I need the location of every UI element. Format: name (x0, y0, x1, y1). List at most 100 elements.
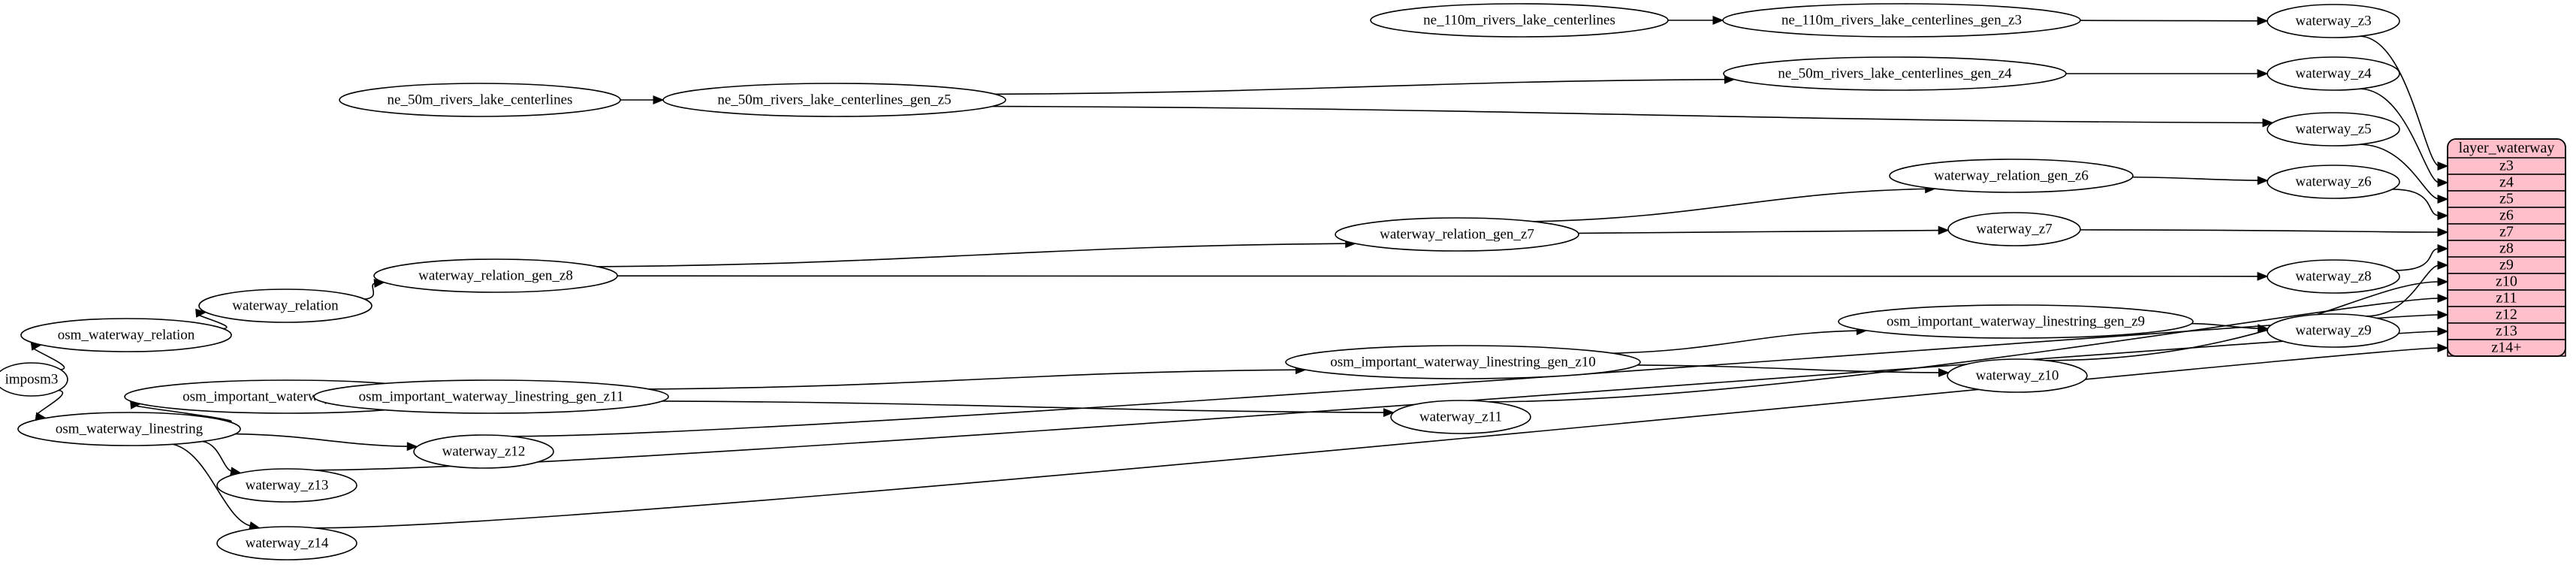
node-shape (413, 434, 554, 469)
node-label: waterway_z5 (2295, 121, 2371, 137)
node-waterway_z7[interactable]: waterway_z7 (1947, 212, 2081, 246)
node-shape (1838, 304, 2194, 339)
edge-arrowhead (1938, 368, 1950, 377)
node-label: waterway_relation_gen_z8 (418, 267, 573, 283)
node-waterway_z4[interactable]: waterway_z4 (2267, 56, 2400, 91)
edge-arrowhead (2437, 327, 2449, 336)
node-shape (1390, 400, 1531, 434)
node-waterway_z8[interactable]: waterway_z8 (2267, 259, 2400, 294)
node-imposm3[interactable]: imposm3 (0, 362, 68, 397)
node-shape (2267, 259, 2400, 294)
edge-arrowhead (2437, 244, 2449, 253)
node-label: osm_waterway_relation (58, 327, 195, 343)
edge-waterway_z11-to-layer_waterway-z11 (1488, 298, 2440, 403)
edge-arrowhead (2437, 195, 2449, 204)
node-waterway_z11[interactable]: waterway_z11 (1390, 400, 1531, 434)
node-shape (1947, 358, 2088, 393)
node-osm_important_waterway_linestring_gen_z11[interactable]: osm_important_waterway_linestring_gen_z1… (313, 379, 669, 414)
edge-arrowhead (2437, 343, 2449, 352)
node-osm_waterway_linestring[interactable]: osm_waterway_linestring (17, 412, 241, 446)
node-label: waterway_z9 (2295, 322, 2371, 338)
edge-arrowhead (2437, 162, 2449, 171)
edge-arrowhead (2437, 228, 2449, 237)
edge-ne_110m_rivers_lake_centerlines_gen_z3-to-waterway_z3 (2080, 20, 2260, 22)
edge-osm_waterway_linestring-to-waterway_z12 (235, 433, 409, 448)
edge-arrowhead (2437, 294, 2449, 303)
node-shape (2267, 4, 2400, 38)
node-shape (662, 83, 1006, 117)
node-label: waterway_z11 (1419, 409, 1502, 425)
node-waterway_z12[interactable]: waterway_z12 (413, 434, 554, 469)
edge-waterway_relation_gen_z7-to-waterway_z7 (1578, 229, 1941, 234)
edge-osm_waterway_linestring-to-waterway_z14 (172, 443, 252, 527)
edge-waterway_z4-to-layer_waterway-z4 (2359, 88, 2440, 183)
node-shape (17, 412, 241, 446)
node-osm_important_waterway_linestring_gen_z10[interactable]: osm_important_waterway_linestring_gen_z1… (1285, 345, 1641, 379)
table-row-label: z11 (2496, 290, 2517, 307)
node-shape (198, 289, 373, 323)
table-row-label: z4 (2499, 174, 2514, 191)
table-row-label: z3 (2499, 158, 2514, 174)
table-row-label: z13 (2496, 323, 2517, 340)
node-label: waterway_z13 (246, 477, 329, 493)
node-label: waterway_z12 (442, 443, 526, 459)
edge-waterway_z3-to-layer_waterway-z3 (2359, 35, 2440, 167)
node-waterway_z3[interactable]: waterway_z3 (2267, 4, 2400, 38)
edge-arrowhead (2437, 178, 2449, 187)
edge-osm_important_waterway_linestring_gen_z11-to-osm_important_waterway_linestring_gen_z10 (648, 369, 1298, 390)
node-layer: imposm3 osm_waterway_relation osm_waterway… (0, 3, 2400, 560)
table-row-label: z8 (2499, 240, 2514, 257)
edge-ne_50m_rivers_lake_centerlines_gen_z5-to-waterway_z5 (991, 105, 2264, 124)
node-label: waterway_z4 (2295, 65, 2372, 81)
node-shape (2267, 56, 2400, 91)
node-label: osm_important_waterway_linestring_gen_z9 (1887, 313, 2145, 329)
node-label: ne_50m_rivers_lake_centerlines (388, 92, 573, 107)
node-label: osm_important_waterway_linestring_gen_z1… (1330, 354, 1596, 370)
node-label: waterway_z7 (1976, 221, 2052, 237)
node-osm_important_waterway_linestring_gen_z9[interactable]: osm_important_waterway_linestring_gen_z9 (1838, 304, 2194, 339)
edge-osm_waterway_linestring-to-waterway_z13 (202, 440, 233, 473)
node-label: waterway_z14 (246, 535, 329, 551)
table-row-label: z10 (2496, 273, 2517, 290)
edge-arrowhead (1383, 408, 1395, 417)
node-ne_50m_rivers_lake_centerlines[interactable]: ne_50m_rivers_lake_centerlines (339, 83, 621, 117)
edge-waterway_relation-to-waterway_relation_gen_z8 (364, 282, 376, 300)
node-label: osm_important_waterway_linestring_gen_z1… (359, 388, 624, 404)
node-waterway_relation[interactable]: waterway_relation (198, 289, 373, 323)
node-ne_110m_rivers_lake_centerlines[interactable]: ne_110m_rivers_lake_centerlines (1370, 3, 1669, 38)
table-layer: layer_waterwayz3z4z5z6z7z8z9z10z11z12z13… (2447, 138, 2566, 357)
table-row-label: z7 (2499, 224, 2514, 240)
node-label: waterway_relation (232, 298, 339, 313)
node-label: ne_110m_rivers_lake_centerlines_gen_z3 (1781, 12, 2022, 28)
node-waterway_z5[interactable]: waterway_z5 (2267, 112, 2400, 147)
node-ne_110m_rivers_lake_centerlines_gen_z3[interactable]: ne_110m_rivers_lake_centerlines_gen_z3 (1722, 3, 2081, 38)
edge-waterway_z14-to-layer_waterway-z14+ (314, 347, 2440, 529)
edge-arrowhead (406, 442, 418, 452)
node-ne_50m_rivers_lake_centerlines_gen_z5[interactable]: ne_50m_rivers_lake_centerlines_gen_z5 (662, 83, 1006, 117)
table-layer-waterway[interactable]: layer_waterwayz3z4z5z6z7z8z9z10z11z12z13… (2447, 138, 2566, 357)
node-label: waterway_relation_gen_z7 (1380, 226, 1534, 242)
node-osm_waterway_relation[interactable]: osm_waterway_relation (20, 318, 232, 352)
node-waterway_relation_gen_z8[interactable]: waterway_relation_gen_z8 (373, 258, 618, 293)
node-waterway_z9[interactable]: waterway_z9 (2267, 313, 2400, 348)
node-waterway_relation_gen_z7[interactable]: waterway_relation_gen_z7 (1335, 217, 1579, 252)
node-waterway_z6[interactable]: waterway_z6 (2267, 165, 2400, 199)
node-waterway_z10[interactable]: waterway_z10 (1947, 358, 2088, 393)
node-shape (216, 468, 357, 503)
node-shape (216, 526, 357, 560)
node-shape (313, 379, 669, 414)
edge-arrowhead (2262, 118, 2274, 128)
node-label: waterway_relation_gen_z6 (1934, 168, 2089, 183)
edge-waterway_relation_gen_z7-to-waterway_relation_gen_z6 (1533, 188, 1927, 222)
table-outline-top (2447, 138, 2566, 357)
node-waterway_relation_gen_z6[interactable]: waterway_relation_gen_z6 (1889, 159, 2134, 193)
node-shape (2267, 313, 2400, 348)
edge-arrowhead (2257, 176, 2269, 186)
edge-osm_important_waterway_linestring_gen_z11-to-waterway_z11 (662, 400, 1386, 413)
table-row-label: z14+ (2491, 340, 2521, 356)
node-waterway_z14[interactable]: waterway_z14 (216, 526, 357, 560)
node-shape (20, 318, 232, 352)
node-waterway_z13[interactable]: waterway_z13 (216, 468, 357, 503)
node-ne_50m_rivers_lake_centerlines_gen_z4[interactable]: ne_50m_rivers_lake_centerlines_gen_z4 (1723, 56, 2067, 91)
